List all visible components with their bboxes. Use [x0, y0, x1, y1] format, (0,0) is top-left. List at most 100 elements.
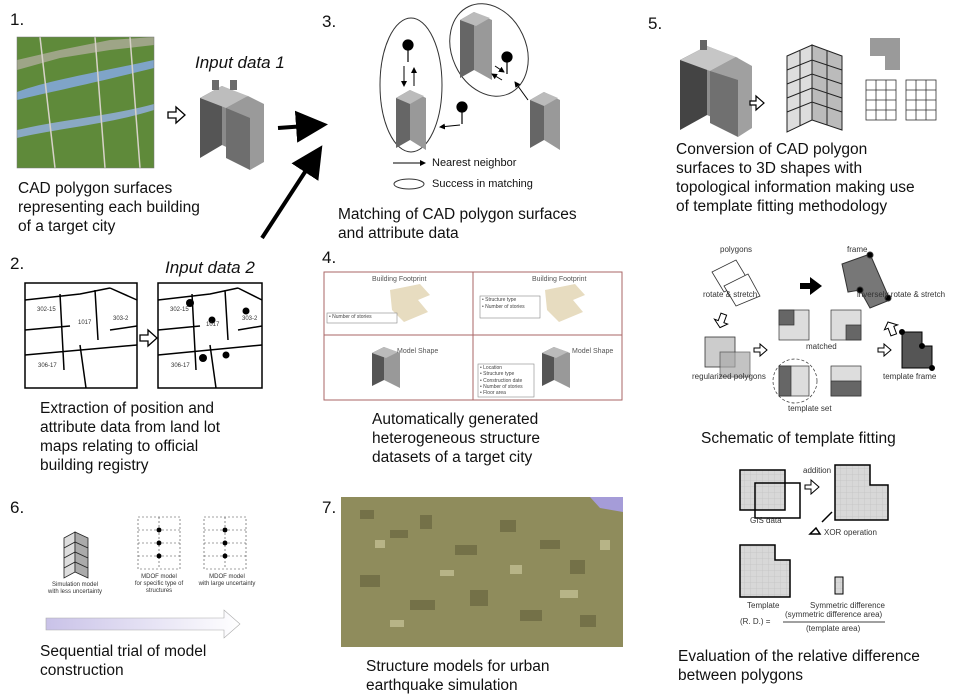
arrow-hollow-5	[749, 94, 765, 112]
attr-item: • Number of stories	[482, 304, 525, 310]
template-frame-shape	[899, 329, 935, 371]
attr-left: • Number of stories	[329, 314, 372, 320]
dataset-table	[323, 271, 623, 401]
arrow-hollow-up	[883, 321, 900, 337]
schematic-title: Schematic of template fitting	[701, 430, 896, 447]
matching-buildings	[396, 12, 560, 150]
urban-simulation-image	[341, 497, 623, 647]
step-6-caption: Sequential trial of model construction	[40, 642, 280, 680]
caption-line: building registry	[40, 457, 149, 474]
step-5-number: 5.	[648, 14, 663, 33]
regularized-label: regularized polygons	[692, 372, 766, 381]
lot-label: 306-17	[38, 363, 57, 369]
arrow-input1-to-matching	[277, 110, 328, 143]
inverse-rotate-label: inversely rotate & stretch	[857, 290, 946, 299]
arrow-hollow-2	[139, 328, 158, 348]
step-2-number: 2.	[10, 254, 25, 273]
caption-line: attribute data from land lot	[40, 419, 221, 436]
formula-numerator: (symmetric difference area)	[785, 610, 883, 619]
caption-line: datasets of a target city	[372, 449, 533, 466]
step-4-number: 4.	[322, 248, 337, 267]
label-line: MDOF model	[209, 574, 245, 580]
match-ellipse-1	[379, 17, 443, 153]
caption-line: Matching of CAD polygon surfaces	[338, 206, 577, 223]
regularized-polygons	[704, 336, 751, 378]
footprint-label-right: Building Footprint	[532, 276, 587, 283]
formula-denominator: (template area)	[806, 624, 861, 633]
building-icon-1	[200, 80, 264, 170]
footprint-shapes	[390, 284, 585, 322]
attr-right: • Structure type • Number of stories	[482, 297, 525, 311]
step-5-caption: Conversion of CAD polygon surfaces to 3D…	[676, 140, 961, 216]
lot-pins	[186, 299, 250, 362]
step-3-number: 3.	[322, 12, 337, 31]
eval-gis-shape	[739, 469, 801, 519]
arrow-hollow-xor	[808, 511, 833, 535]
attr-item: • Structure type	[480, 371, 515, 378]
step-7-number: 7.	[322, 498, 337, 517]
arrow-input2-to-matching	[260, 145, 323, 240]
step-3-caption: Matching of CAD polygon surfaces and att…	[338, 205, 618, 243]
caption-line: earthquake simulation	[366, 677, 518, 694]
lot-label: 302-15	[170, 307, 189, 313]
eval-template-shape	[739, 544, 791, 598]
mdof-masses-1	[156, 527, 162, 559]
label-line: with large uncertainty	[198, 581, 256, 587]
lot-label: 302-15	[37, 307, 56, 313]
eval-addition-shape	[834, 464, 889, 521]
building-3d-solid	[680, 40, 752, 137]
step-7-caption: Structure models for urban earthquake si…	[366, 657, 626, 695]
schematic-frame	[841, 251, 892, 309]
caption-line: of a target city	[18, 218, 116, 235]
caption-line: heterogeneous structure	[372, 430, 541, 447]
sim-model-building	[63, 531, 89, 579]
template-l-shape	[870, 38, 900, 70]
polygons-label: polygons	[720, 245, 753, 254]
step-2-caption: Extraction of position and attribute dat…	[40, 399, 300, 475]
caption-line: and attribute data	[338, 225, 459, 242]
input-data-1-label: Input data 1	[195, 53, 285, 72]
attr-item: • Construction date	[480, 377, 523, 384]
model-shapes	[372, 347, 570, 388]
label-line: with less uncertainty	[47, 589, 103, 595]
label-line: structures	[145, 588, 173, 594]
schematic-polygons	[711, 259, 761, 307]
arrow-hollow-sch-2	[877, 342, 892, 358]
matched-label: matched	[806, 342, 837, 351]
label-line: MDOF model	[141, 574, 177, 580]
attr-item: • Number of stories	[480, 383, 523, 390]
footprint-label-left: Building Footprint	[372, 276, 427, 283]
lot-label: 1017	[78, 320, 92, 326]
match-ellipse-2	[449, 3, 529, 97]
gis-data-label: GIS data	[750, 516, 782, 525]
rotate-stretch-label: rotate & stretch	[703, 290, 758, 299]
template-label: Template	[747, 601, 780, 610]
caption-line: Extraction of position and	[40, 400, 215, 417]
caption-line: Sequential trial of model	[40, 643, 207, 660]
city-map-image	[16, 36, 155, 169]
lot-label: 1017	[206, 322, 220, 328]
eval-caption: Evaluation of the relative difference be…	[678, 647, 963, 685]
lot-map-1	[24, 282, 138, 389]
arrow-solid-schematic	[800, 277, 822, 295]
model-b-label: MDOF model for specific type of structur…	[124, 574, 194, 595]
matching-pins	[402, 39, 513, 124]
frame-label: frame	[847, 245, 868, 254]
attr-boxes	[326, 295, 541, 398]
addition-label: addition	[803, 466, 832, 475]
lot-map-2	[157, 282, 263, 389]
arrow-hollow-1	[167, 105, 186, 125]
template-set	[772, 309, 862, 404]
frame-grids	[865, 79, 937, 121]
caption-line: maps relating to official	[40, 438, 199, 455]
lot-label: 303-2	[242, 316, 258, 322]
caption-line: construction	[40, 662, 124, 679]
template-frame-label: template frame	[883, 372, 937, 381]
caption-line: topological information making use	[676, 179, 915, 196]
step-1-caption: CAD polygon surfaces representing each b…	[18, 179, 278, 236]
caption-line: Automatically generated	[372, 411, 539, 428]
model-shape-label-left: Model Shape	[397, 348, 439, 355]
model-c-label: MDOF model with large uncertainty	[192, 574, 262, 588]
arrow-hollow-down	[713, 312, 729, 329]
attr-item: • Structure type	[482, 297, 517, 303]
